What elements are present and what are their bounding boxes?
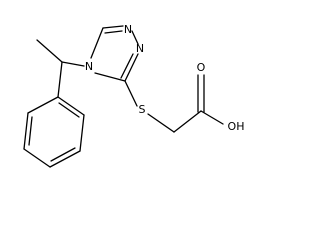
phenyl-double-1 bbox=[28, 116, 33, 146]
phenyl-bond-2 bbox=[23, 112, 29, 150]
bond-n2-c3-double bbox=[120, 53, 134, 79]
atom-oh: OH bbox=[228, 120, 245, 133]
phenyl-bond-1 bbox=[27, 96, 59, 114]
phenyl-bond-4 bbox=[49, 150, 81, 168]
bond-ch-n4 bbox=[61, 61, 85, 67]
bond-c3-n4 bbox=[94, 72, 126, 82]
bond-s-ch2 bbox=[147, 113, 175, 133]
phenyl-double-3 bbox=[58, 102, 80, 118]
atom-n2: N bbox=[136, 42, 144, 55]
bond-methyl-ch bbox=[36, 39, 63, 63]
atom-s: S bbox=[139, 103, 146, 116]
phenyl-bond-5 bbox=[79, 114, 85, 152]
bond-ch-phenyl bbox=[57, 61, 63, 98]
bond-c5-n1 bbox=[102, 25, 124, 29]
phenyl-bond-3 bbox=[23, 148, 51, 168]
phenyl-double-2 bbox=[50, 147, 76, 162]
phenyl-bond-6 bbox=[57, 96, 85, 116]
bond-ch2-cooh bbox=[173, 110, 202, 133]
bond-n1-n2 bbox=[131, 30, 139, 45]
bond-c3-s bbox=[124, 80, 138, 107]
atom-n1: N bbox=[124, 23, 132, 36]
atom-labels: N N N S O OH bbox=[85, 23, 245, 133]
atom-n4: N bbox=[85, 60, 93, 73]
molecule-structure: N N N S O OH bbox=[23, 23, 245, 168]
bonds bbox=[23, 25, 224, 168]
atom-o-carbonyl: O bbox=[197, 61, 206, 74]
bond-n4-c5 bbox=[90, 27, 104, 59]
bond-n2-c3 bbox=[124, 53, 139, 82]
bond-c-oh bbox=[200, 110, 224, 125]
bond-c5-n1-double bbox=[104, 30, 123, 34]
